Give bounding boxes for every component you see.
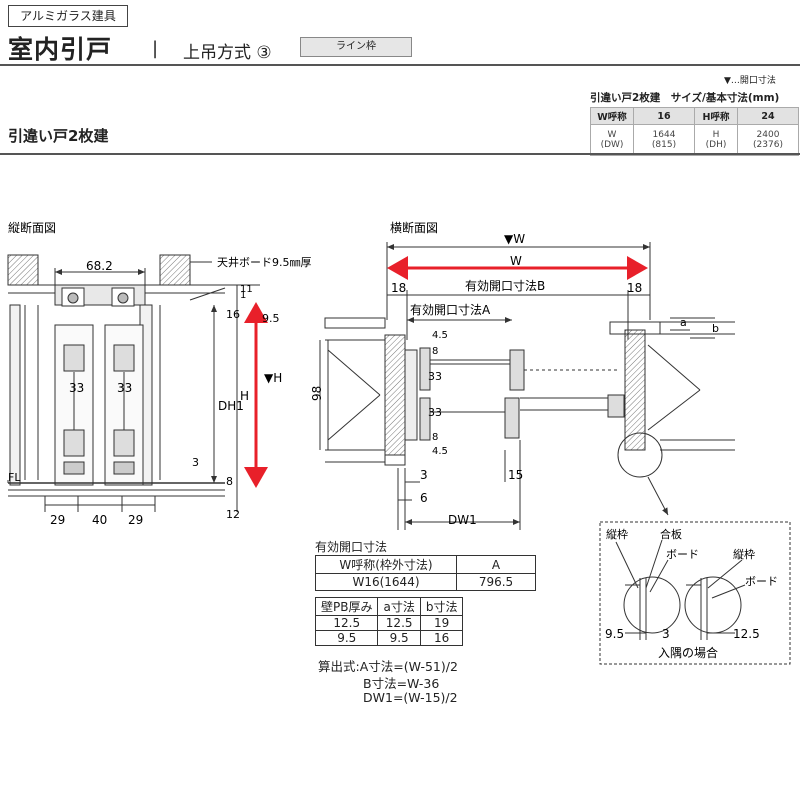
v-dim-9-5: 9.5 xyxy=(262,312,280,325)
title-separator: | xyxy=(152,38,159,59)
h-dim-a: a xyxy=(680,316,687,329)
h-dim-w-mark: ▼W xyxy=(504,232,525,246)
v-dim-33-left: 33 xyxy=(69,381,84,395)
spec-w-symbol: W(DW) xyxy=(590,124,634,156)
vertical-section-drawing xyxy=(7,254,260,512)
v-dim-dh1: DH1 xyxy=(218,399,244,413)
h-dim-4-5-top: 4.5 xyxy=(432,330,448,341)
detail-frame-label-right: 縦枠 xyxy=(733,547,755,561)
h-dim-effective-b: 有効開口寸法B xyxy=(465,278,545,293)
h-dim-6: 6 xyxy=(420,491,428,505)
pb-header-b: b寸法 xyxy=(419,597,464,616)
section-title: 引違い戸2枚建 xyxy=(8,127,109,145)
h-dim-18-right: 18 xyxy=(627,281,642,295)
table-cell: 12.5 xyxy=(314,615,379,631)
formula-a: 算出式:A寸法=(W-51)/2 xyxy=(318,659,458,674)
eff-row-a: 796.5 xyxy=(456,573,536,591)
v-dim-3: 3 xyxy=(192,456,199,469)
category-badge: アルミガラス建具 xyxy=(8,5,128,27)
floor-level-label: FL xyxy=(8,471,21,484)
v-dim-1: 1 xyxy=(240,290,246,301)
table-cell: 9.5 xyxy=(377,630,421,646)
header-rule xyxy=(0,64,800,66)
h-dim-33-bottom: 33 xyxy=(428,406,442,419)
v-dim-40: 40 xyxy=(92,513,107,527)
v-dim-33-right: 33 xyxy=(117,381,132,395)
table-cell: 12.5 xyxy=(377,615,421,631)
table-cell: 9.5 xyxy=(314,630,379,646)
h-dim-18-left: 18 xyxy=(391,281,406,295)
detail-board-label-left: ボード xyxy=(666,548,699,561)
pb-header-a: a寸法 xyxy=(377,597,421,616)
h-dim-8-top: 8 xyxy=(432,346,438,357)
pb-header-thickness: 壁PB厚み xyxy=(314,597,379,616)
h-dim-dw1: DW1 xyxy=(448,513,477,527)
formula-b: B寸法=W-36 xyxy=(363,676,440,691)
spec-h-code: 24 xyxy=(737,107,799,125)
v-dim-29-left: 29 xyxy=(50,513,65,527)
h-dim-3: 3 xyxy=(420,468,428,482)
eff-header-code: W呼称(枠外寸法) xyxy=(315,555,457,574)
section-rule xyxy=(0,153,800,155)
spec-h-value: 2400(2376) xyxy=(737,124,799,156)
detail-plywood-label: 合板 xyxy=(660,527,682,541)
h-dim-98: 98 xyxy=(310,386,324,401)
spec-title: 引違い戸2枚建 サイズ/基本寸法(mm) xyxy=(590,92,780,104)
spec-w-label: W呼称 xyxy=(590,107,634,125)
page-title: 室内引戸 xyxy=(8,35,113,64)
v-dim-h-mark: ▼H xyxy=(264,371,282,385)
v-dim-68-2: 68.2 xyxy=(86,259,113,273)
h-dim-b: b xyxy=(712,322,719,335)
eff-header-a: A xyxy=(456,555,536,574)
eff-row-code: W16(1644) xyxy=(315,573,457,591)
spec-w-value: 1644(815) xyxy=(633,124,695,156)
formula-dw1: DW1=(W-15)/2 xyxy=(363,690,458,705)
spec-table: W呼称 16 H呼称 24 W(DW) 1644(815) H(DH) 2400… xyxy=(590,107,799,156)
v-dim-29-right: 29 xyxy=(128,513,143,527)
h-dim-8-bottom: 8 xyxy=(432,432,438,443)
detail-board-label-right: ボード xyxy=(745,575,778,588)
v-dim-12: 12 xyxy=(226,508,240,521)
frame-type-tag: ライン枠 xyxy=(300,37,412,57)
effective-opening-table: W呼称(枠外寸法) A W16(1644) 796.5 xyxy=(315,555,536,591)
v-dim-h: H xyxy=(240,389,249,403)
table-cell: 16 xyxy=(419,630,464,646)
table-cell: 19 xyxy=(419,615,464,631)
vertical-section-title: 縦断面図 xyxy=(8,220,56,235)
detail-dim-9-5: 9.5 xyxy=(605,627,624,641)
v-dim-16: 16 xyxy=(226,308,240,321)
subtitle: 上吊方式 ③ xyxy=(183,43,272,63)
legend-note: ▼…開口寸法 xyxy=(724,76,776,86)
corner-detail-drawing xyxy=(599,521,791,665)
board-thickness-table: 壁PB厚み a寸法 b寸法 12.5 12.5 19 9.5 9.5 16 xyxy=(314,597,464,646)
detail-caption: 入隅の場合 xyxy=(658,645,718,660)
ceiling-board-label: 天井ボード9.5㎜厚 xyxy=(217,255,312,269)
h-dim-33-top: 33 xyxy=(428,370,442,383)
detail-frame-label-left: 縦枠 xyxy=(606,527,628,541)
v-dim-8: 8 xyxy=(226,475,233,488)
effective-opening-title: 有効開口寸法 xyxy=(315,540,388,554)
detail-dim-12-5: 12.5 xyxy=(733,627,760,641)
v-dim-11: 11 xyxy=(240,284,253,295)
detail-dim-3: 3 xyxy=(662,627,670,641)
h-dim-4-5-bottom: 4.5 xyxy=(432,446,448,457)
horizontal-section-title: 横断面図 xyxy=(390,220,438,235)
h-dim-w: W xyxy=(510,254,522,268)
horizontal-section-drawing xyxy=(319,242,735,530)
h-dim-15: 15 xyxy=(508,468,523,482)
spec-h-symbol: H(DH) xyxy=(694,124,738,156)
h-dim-effective-a: 有効開口寸法A xyxy=(410,302,491,317)
